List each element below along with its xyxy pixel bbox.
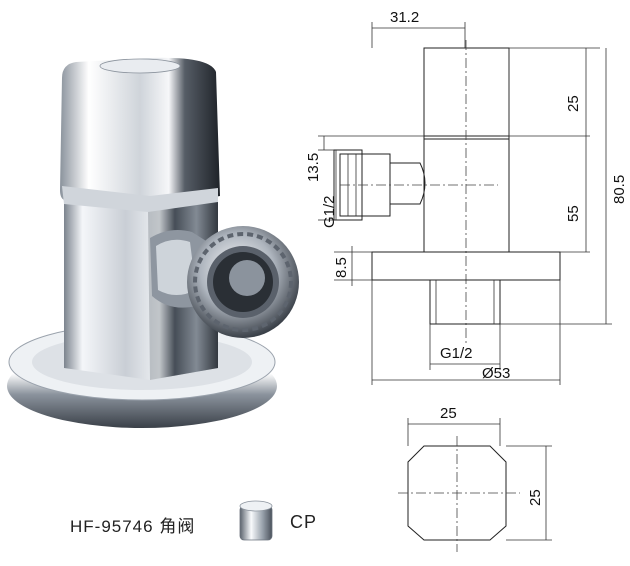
dim-handle-width: 25 (440, 405, 457, 422)
dim-handle-depth: 25 (527, 489, 544, 506)
finish-label: CP (290, 512, 318, 532)
dim-inlet-thread: G1/2 (440, 345, 473, 362)
side-view-drawing: 31.2 25 55 80.5 (305, 9, 628, 385)
product-name: 角阀 (159, 517, 196, 536)
dim-outlet-height: 13.5 (305, 153, 322, 182)
dim-flange-diameter: Ø53 (482, 365, 510, 382)
top-view-drawing: 25 25 (398, 405, 552, 552)
dim-outlet-thread: G1/2 (321, 195, 338, 228)
model-caption: HF-95746 角阀 (70, 512, 195, 537)
dim-top-width: 31.2 (390, 9, 419, 26)
dim-flange-thickness: 8.5 (333, 257, 350, 278)
angle-valve-photo (7, 57, 299, 428)
chrome-finish-swatch (239, 500, 273, 541)
dim-total-height: 80.5 (611, 175, 628, 204)
dim-cap-height: 25 (565, 95, 582, 112)
model-number: HF-95746 (70, 517, 154, 536)
dim-body-height: 55 (565, 205, 582, 222)
